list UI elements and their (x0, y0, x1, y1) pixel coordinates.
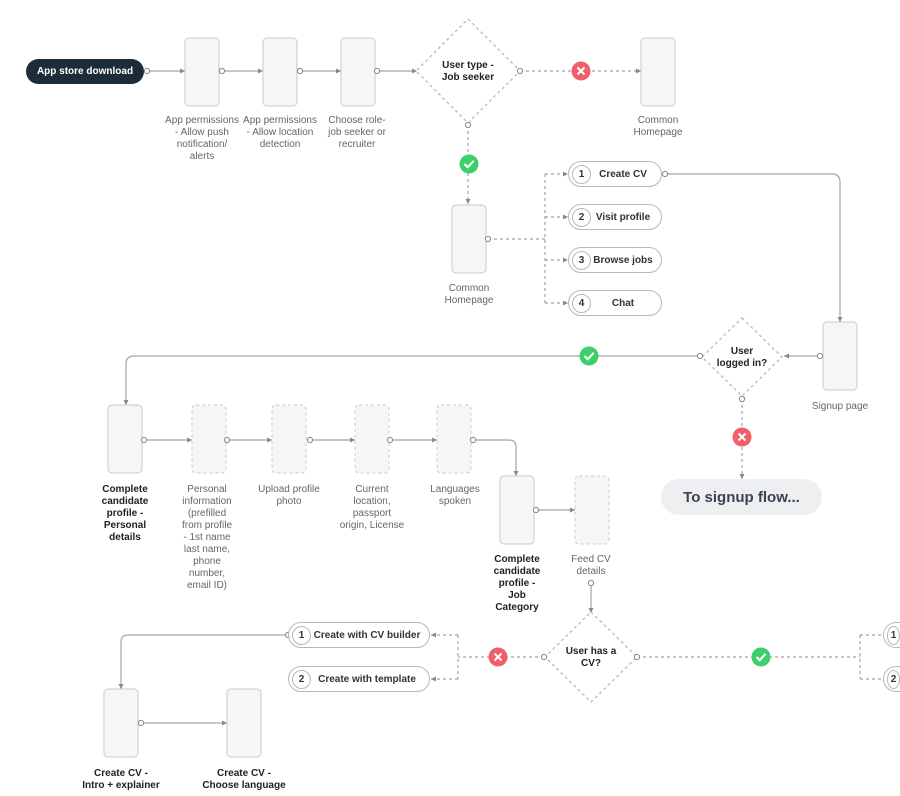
option-label: Create with CV builder (313, 629, 421, 641)
option-number: 2 (292, 669, 311, 689)
connector (637, 634, 900, 680)
label-choose-role: Choose role- job seeker or recruiter (328, 115, 386, 150)
label-upload-photo: Upload profile photo (258, 484, 320, 507)
no-cross-icon (732, 427, 752, 447)
screen-create-cv-intro (103, 688, 139, 758)
label-feed-cv-details: Feed CV details (571, 554, 611, 577)
screen-common-homepage (451, 204, 487, 274)
connector (125, 355, 699, 405)
no-cross-icon (571, 61, 591, 81)
option-browse-jobs[interactable]: 3 Browse jobs (568, 247, 662, 273)
option-label: Browse jobs (593, 254, 653, 266)
option-number: 1 (887, 625, 900, 645)
screen-choose-role (340, 37, 376, 107)
screen-app-permissions-location (262, 37, 298, 107)
screen-upload-photo (271, 404, 307, 474)
yes-check-icon (751, 647, 771, 667)
connector (473, 439, 517, 476)
label-complete-personal: Complete candidate profile - Personal de… (101, 484, 149, 543)
option-create-cv[interactable]: 1 Create CV (568, 161, 662, 187)
decision-user-logged-in-label: User logged in? (716, 346, 768, 369)
option-number: 2 (572, 207, 591, 227)
option-number: 3 (572, 250, 591, 270)
label-create-cv-intro: Create CV - Intro + explainer (82, 768, 160, 791)
label-app-permissions-push: App permissions - Allow push notificatio… (165, 115, 239, 162)
connector (665, 173, 841, 322)
label-common-homepage-top: Common Homepage (633, 115, 683, 138)
screen-create-cv-language (226, 688, 262, 758)
decision-user-has-cv (544, 611, 638, 703)
option-visit-profile[interactable]: 2 Visit profile (568, 204, 662, 230)
label-current-location: Current location, passport origin, Licen… (339, 484, 405, 531)
no-cross-icon (488, 647, 508, 667)
label-complete-job-category: Complete candidate profile - Job Categor… (493, 554, 541, 613)
screen-common-homepage-top (640, 37, 676, 107)
app-store-download-button[interactable]: App store download (26, 59, 144, 84)
connector (488, 173, 568, 304)
option-create-with-template[interactable]: 2 Create with template (288, 666, 430, 692)
label-create-cv-language: Create CV - Choose language (202, 768, 286, 791)
option-label: Visit profile (595, 211, 651, 223)
label-signup-page: Signup page (811, 401, 869, 412)
label-languages-spoken: Languages spoken (430, 484, 480, 507)
screen-personal-information (191, 404, 227, 474)
option-label: Chat (611, 297, 635, 309)
connector (431, 634, 544, 680)
decision-user-type (415, 18, 521, 124)
option-create-with-cv-builder[interactable]: 1 Create with CV builder (288, 622, 430, 648)
option-number: 4 (572, 293, 591, 313)
screen-app-permissions-push (184, 37, 220, 107)
yes-check-icon (459, 154, 479, 174)
option-label: Create CV (599, 168, 647, 180)
label-common-homepage: Common Homepage (444, 283, 494, 306)
to-signup-flow-button[interactable]: To signup flow... (661, 479, 822, 515)
screen-languages-spoken (436, 404, 472, 474)
option-number: 2 (887, 669, 900, 689)
connector (120, 634, 288, 689)
option-chat[interactable]: 4 Chat (568, 290, 662, 316)
label-personal-information: Personal information (prefilled from pro… (181, 484, 232, 591)
decision-user-logged-in (701, 317, 783, 397)
option-number: 1 (572, 164, 591, 184)
option-number: 1 (292, 625, 311, 645)
screen-complete-personal (107, 404, 143, 474)
decision-user-type-label: User type - Job seeker (441, 60, 495, 83)
screen-current-location (354, 404, 390, 474)
decision-user-has-cv-label: User has a CV? (565, 646, 617, 669)
screen-complete-job-category (499, 475, 535, 545)
screen-signup-page (822, 321, 858, 391)
screen-feed-cv-details (574, 475, 610, 545)
yes-check-icon (579, 346, 599, 366)
option-label: Create with template (318, 673, 416, 685)
label-app-permissions-location: App permissions - Allow location detecti… (243, 115, 317, 150)
